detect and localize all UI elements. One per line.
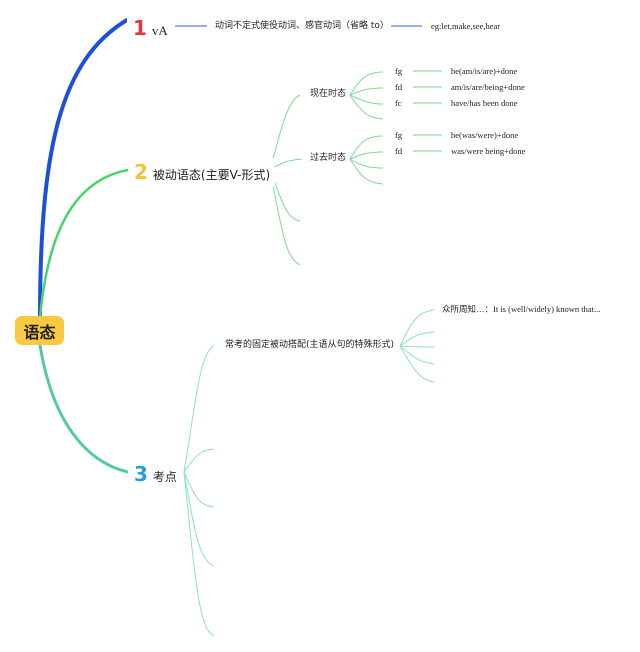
past-fd-form[interactable]: was/were being+done xyxy=(451,146,526,156)
past-fd-code[interactable]: fd xyxy=(395,146,403,156)
vA-detail[interactable]: 动词不定式使役动词、感官动词（省略 to） xyxy=(215,21,389,31)
branch-2-label: 被动语态(主要V-形式) xyxy=(152,168,271,182)
present-fg-form[interactable]: be(am/is/are)+done xyxy=(451,66,518,76)
connector-kp-empty-4 xyxy=(183,471,215,637)
branch-3-node[interactable]: 3 考点 xyxy=(128,460,182,489)
connector-past-empty-1 xyxy=(349,158,384,169)
branch-1-label: vA xyxy=(151,23,168,38)
branch-2-connector xyxy=(38,168,130,320)
connector-well-known xyxy=(399,309,435,347)
connector-fc-empty-1 xyxy=(399,331,435,347)
vA-example[interactable]: eg:let,make,see,hear xyxy=(431,21,501,31)
present-fd-form[interactable]: am/is/are/being+done xyxy=(451,82,525,92)
branch-1-number: 1 xyxy=(133,16,147,40)
present-fg-code[interactable]: fg xyxy=(395,66,403,76)
present-fd-code[interactable]: fd xyxy=(395,82,403,92)
connector-kp-empty-1 xyxy=(183,448,215,473)
branch-1-connector xyxy=(38,18,129,320)
past-fg-form[interactable]: be(was/were)+done xyxy=(451,130,519,140)
fixed-collocations-node[interactable]: 常考的固定被动搭配(主语从句的特殊形式) xyxy=(225,340,395,350)
connector-fc-empty-2 xyxy=(399,345,435,348)
connector-present xyxy=(269,94,301,171)
present-fc-form[interactable]: have/has been done xyxy=(451,98,518,108)
connector-fixed-collocations xyxy=(183,345,215,473)
connector-present-fg xyxy=(349,71,384,96)
connector-past-empty-2 xyxy=(349,158,384,185)
connector-fc-empty-3 xyxy=(399,345,435,365)
connector-kp-empty-3 xyxy=(183,471,215,567)
connector-empty-2 xyxy=(269,169,301,266)
connector-present-empty xyxy=(349,94,384,120)
branch-3-connector xyxy=(38,343,130,474)
past-fg-code[interactable]: fg xyxy=(395,130,403,140)
branch-2-number: 2 xyxy=(134,160,148,184)
well-known-node[interactable]: 众所周知…：It is (well/widely) known that... xyxy=(442,304,601,314)
present-fc-code[interactable]: fc xyxy=(395,98,402,108)
connector-kp-empty-2 xyxy=(183,471,215,508)
connector-past-fd xyxy=(349,151,384,160)
branch-3-number: 3 xyxy=(134,462,148,486)
branch-3-label: 考点 xyxy=(152,470,177,484)
present-tense-node[interactable]: 现在时态 xyxy=(310,89,347,99)
connector-present-fc xyxy=(349,94,384,105)
branch-2-node[interactable]: 2 被动语态(主要V-形式) xyxy=(128,158,276,187)
root-node[interactable]: 语态 xyxy=(15,316,64,345)
connector-fc-empty-4 xyxy=(399,345,435,383)
connector-present-fd xyxy=(349,87,384,96)
branch-1-node[interactable]: 1 vA xyxy=(127,14,173,43)
connector-past-fg xyxy=(349,135,384,160)
past-tense-node[interactable]: 过去时态 xyxy=(310,153,347,163)
